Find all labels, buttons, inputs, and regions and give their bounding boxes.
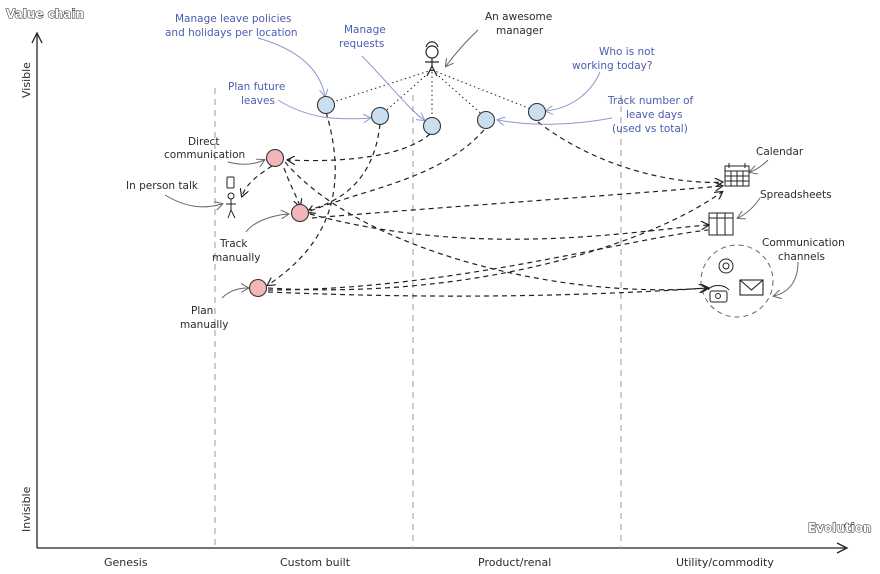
nodes [248,95,547,298]
label-who-not-working-line2: working today? [572,60,652,72]
channels-boundary [700,244,774,318]
label-spreadsheets: Spreadsheets [760,189,832,201]
label-comm-channels-line1: Communication [762,237,845,249]
label-plan-manually-line1: Plan [191,305,213,317]
gray-leaders [164,160,799,298]
link-plan-sheets [267,229,709,291]
annotation-leaders [257,29,613,124]
link-requests-direct [288,133,431,161]
label-who-not-working-line1: Who is not [599,46,655,58]
dependency-lines [242,111,722,297]
link-direct-inperson [242,165,273,196]
label-plan-future-leaves-line1: Plan future [228,81,285,93]
label-manager-line2: manager [496,25,544,37]
node-manage-requests[interactable] [422,116,442,136]
node-who-not-working[interactable] [527,102,547,122]
link-future-track [300,123,381,212]
calendar-icon [724,163,750,187]
node-track-manually[interactable] [290,203,310,223]
node-manage-policies[interactable] [370,106,390,126]
label-track-days-line2: leave days [626,109,683,121]
x-axis-title: Evolution [808,521,872,535]
node-track-leave-days[interactable] [476,110,496,130]
node-plan-manually[interactable] [248,278,268,298]
in-person-talk-icon [226,176,236,219]
person-icon [425,41,439,77]
communication-channels-group [700,244,774,318]
stage-utility: Utility/commodity [676,556,774,569]
label-manage-requests-line1: Manage [344,24,386,36]
label-in-person-talk: In person talk [126,180,199,192]
link-plan-comm [267,288,708,297]
label-plan-manually-line2: manually [180,319,228,331]
label-comm-channels-line2: channels [778,251,825,263]
link-plan-calendar [267,192,722,291]
link-notworking-calendar [537,121,722,182]
label-manage-requests-line2: requests [339,38,384,50]
phone-icon [707,285,730,303]
stage-genesis: Genesis [104,556,148,569]
link-track-days [308,129,485,212]
label-track-manually-line2: manually [212,252,260,264]
stage-custom-built: Custom built [280,556,351,569]
spreadsheet-icon [708,212,734,236]
link-track-sheets [309,213,708,240]
label-track-days-line1: Track number of [607,95,694,107]
y-axis-invisible: Invisible [20,486,33,532]
stage-product: Product/renal [478,556,551,569]
link-track-calendar [311,186,722,219]
label-direct-comm-line1: Direct [188,136,219,148]
label-track-days-line3: (used vs total) [612,123,688,135]
manager-links [326,69,537,124]
stage-dividers [214,88,622,548]
label-manage-policies-line1: Manage leave policies [175,13,291,25]
envelope-icon [739,279,764,296]
y-axis-arrow [31,31,43,44]
label-direct-comm-line2: communication [164,149,245,161]
link-future-plan [268,111,336,285]
link-direct-track [283,167,300,206]
label-calendar: Calendar [756,146,804,158]
axes: Value chain Evolution Visible Invisible … [6,7,873,570]
node-direct-communication[interactable] [265,148,285,168]
label-track-manually-line1: Track [219,238,248,250]
label-manager-line1: An awesome [485,11,552,23]
label-manage-policies-line2: and holidays per location [165,27,298,39]
y-axis-title: Value chain [6,7,84,21]
x-axis-arrow [836,542,849,554]
link-direct-comm [284,161,706,290]
chat-icon [718,258,734,274]
label-plan-future-leaves-line2: leaves [241,95,275,107]
node-plan-future-leaves[interactable] [316,95,336,115]
y-axis-visible: Visible [20,62,33,98]
